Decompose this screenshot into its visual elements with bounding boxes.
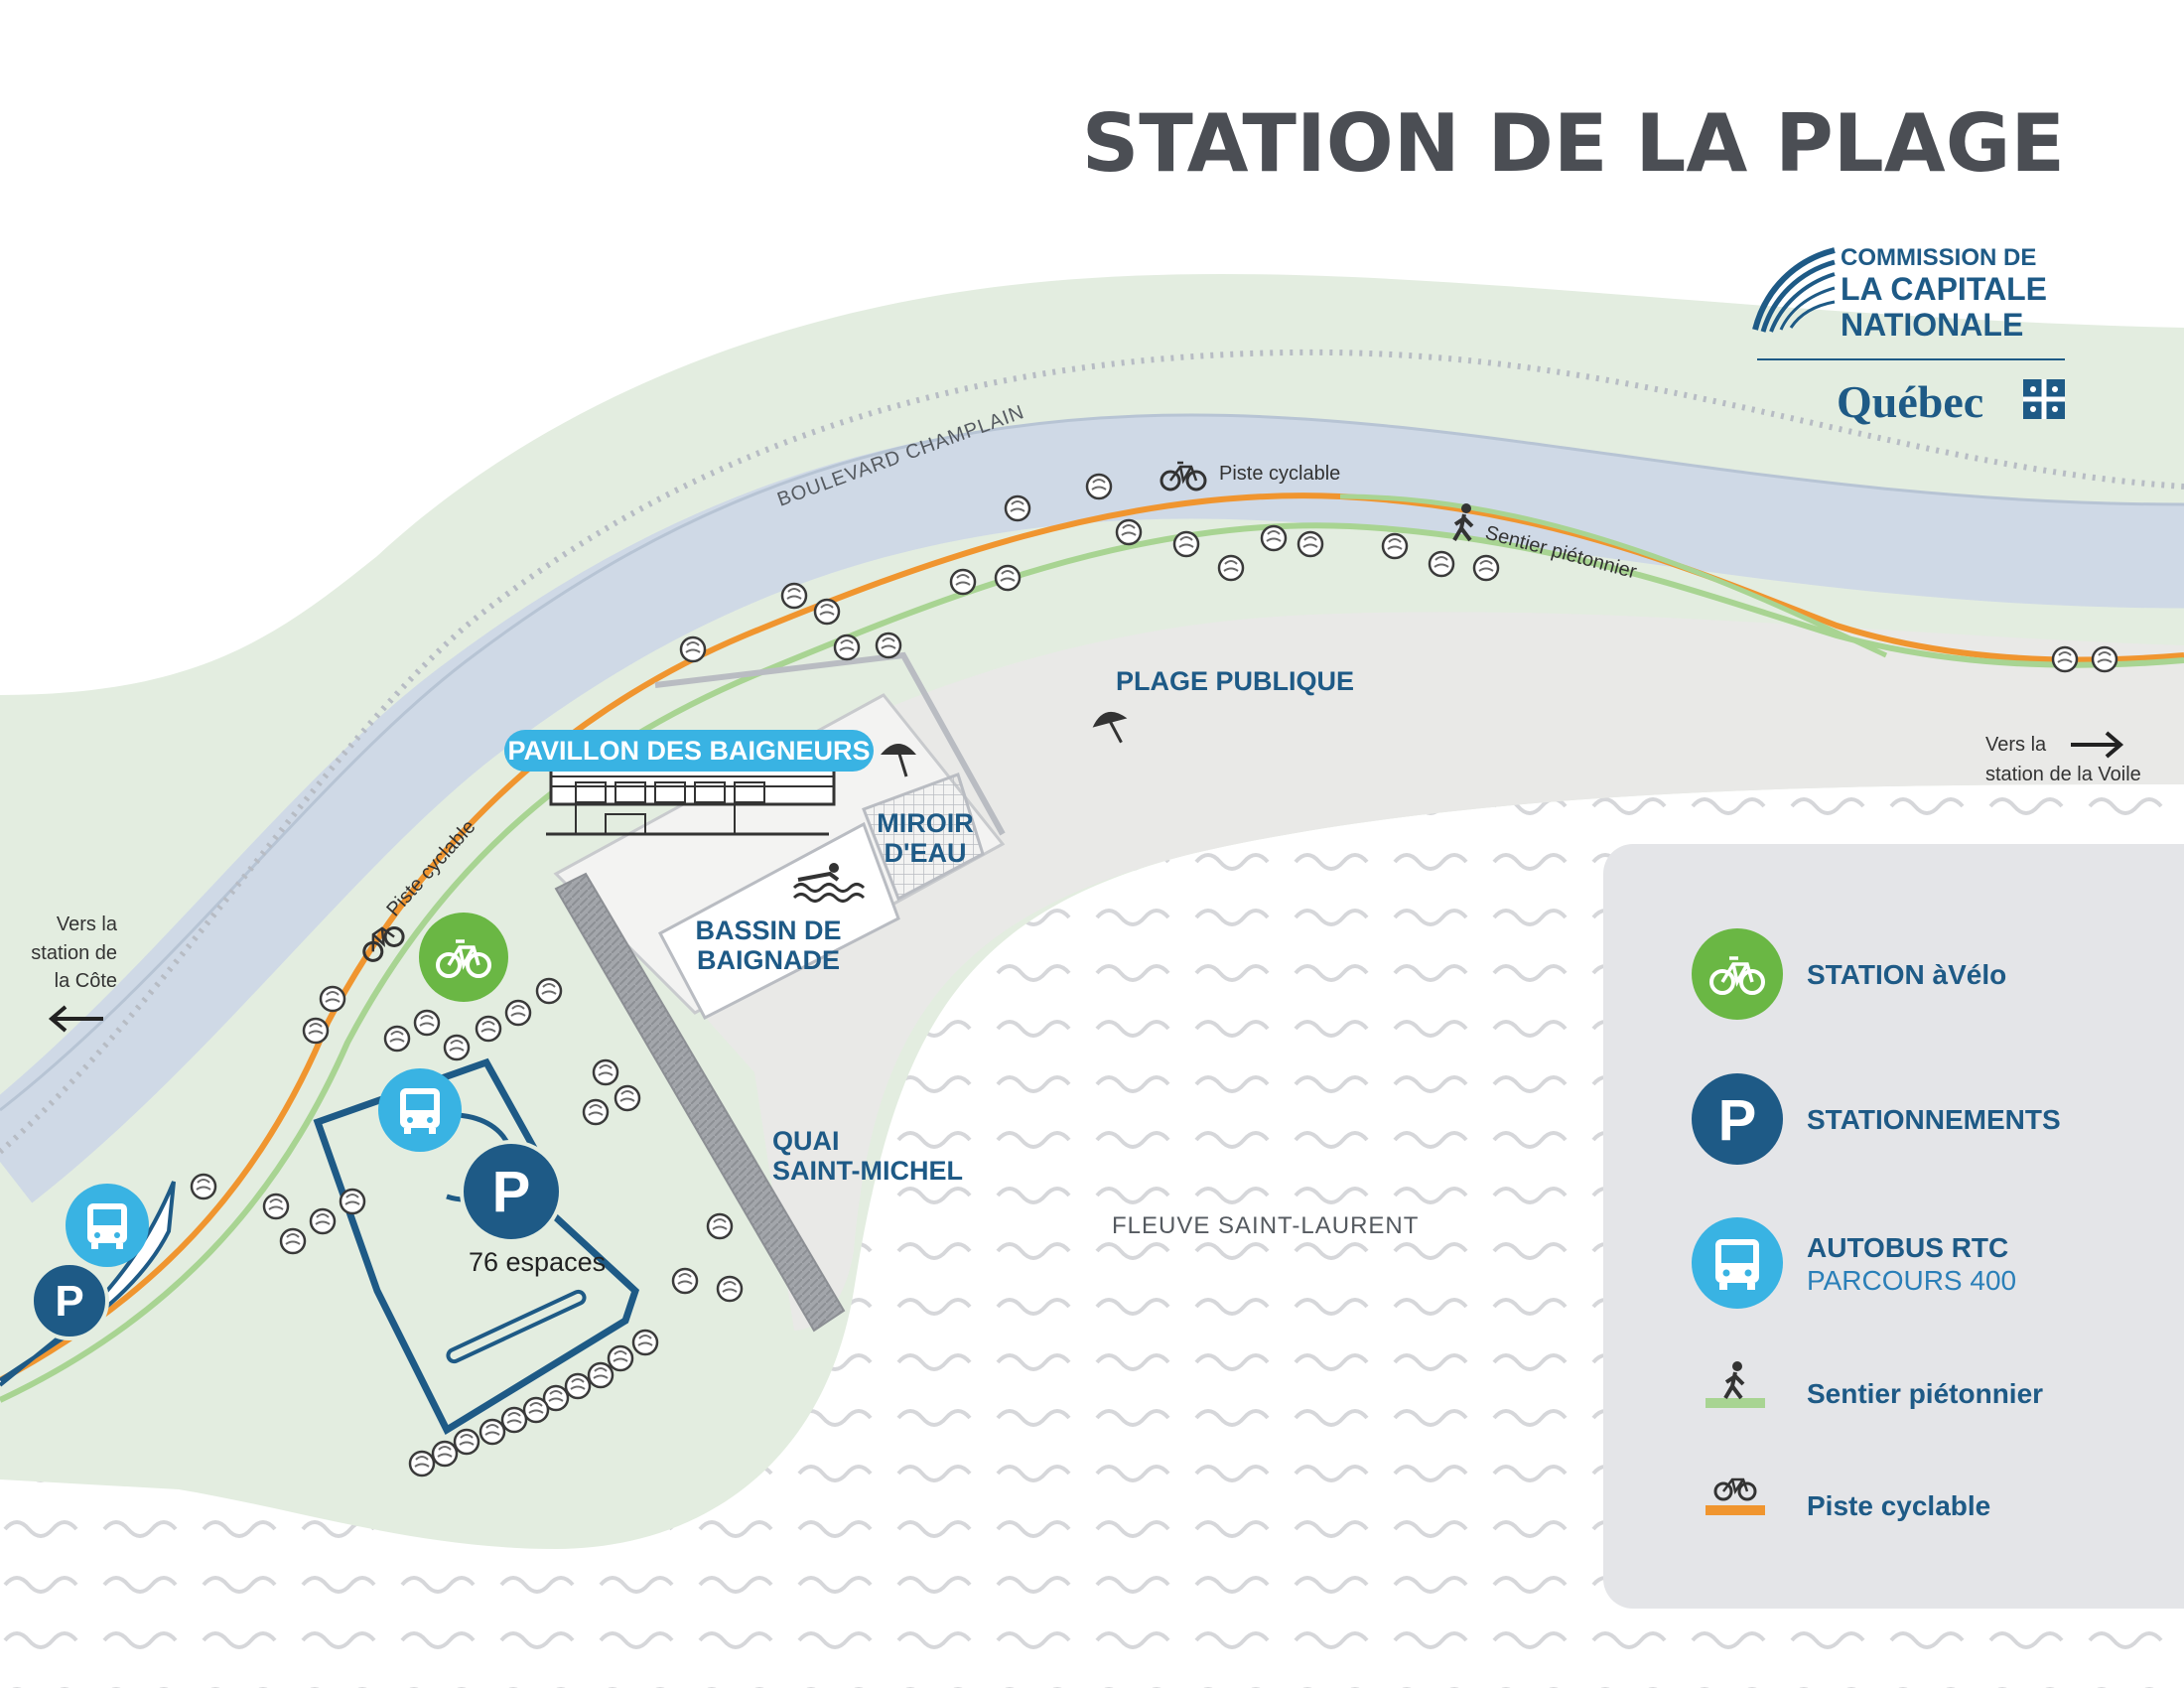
miroir-d-eau-area — [862, 773, 985, 902]
legend-item-bike-station: STATION àVélo — [1807, 959, 2006, 990]
parking-median — [446, 1289, 587, 1364]
bus-stop-marker-left — [66, 1184, 149, 1267]
legend-panel: STATION àVélo P STATIONNEMENTS AUTOBUS R… — [1603, 844, 2184, 1609]
ccn-logo: COMMISSION DE LA CAPITALE NATIONALE Québ… — [1752, 244, 2065, 427]
logo-line1: COMMISSION DE — [1841, 244, 2036, 271]
umbrella-icon-beach — [1092, 711, 1128, 744]
legend-item-bus-sub: PARCOURS 400 — [1807, 1265, 2016, 1296]
beach-sand — [586, 612, 2184, 1331]
arrow-right-icon — [2071, 731, 2124, 759]
legend-item-bike-path: Piste cyclable — [1807, 1490, 1990, 1521]
promenade — [654, 651, 1006, 836]
pavillon-label-pill — [504, 730, 874, 772]
swimmer-icon — [792, 863, 866, 903]
bus-stop-marker-parking — [378, 1068, 462, 1152]
arrow-left-icon — [48, 1005, 103, 1033]
vers-cote-line1: Vers la — [57, 914, 118, 935]
boulevard-champlain-road — [0, 414, 2184, 1203]
umbrella-icon — [881, 744, 916, 777]
bike-path-label-top: Piste cyclable — [1219, 463, 1340, 485]
road-edge — [0, 413, 2184, 1112]
ccn-logo-mark-icon — [1752, 247, 1836, 333]
bassin-de-baignade-area — [657, 821, 900, 1021]
plage-publique-label: PLAGE PUBLIQUE — [1116, 666, 1354, 696]
miroir-label-2: D'EAU — [885, 838, 967, 868]
bassin-label-1: BASSIN DE — [695, 915, 841, 945]
parking-marker-main: P — [460, 1140, 563, 1243]
railway — [0, 349, 2184, 1155]
bike-station-icon — [1692, 928, 1783, 1020]
bike-path-icon — [1706, 1477, 1765, 1515]
bus-icon — [1692, 1217, 1783, 1309]
quai-label-2: SAINT-MICHEL — [772, 1156, 963, 1186]
vers-cote-line2: station de — [31, 942, 117, 964]
parking-lot — [313, 1057, 640, 1435]
bike-path-marker-icon-left — [362, 925, 405, 962]
parking-icon: P — [1692, 1073, 1783, 1165]
legend-item-parking: STATIONNEMENTS — [1807, 1104, 2061, 1135]
logo-quebec: Québec — [1837, 376, 1983, 427]
parking-marker-left: P — [30, 1261, 109, 1340]
bike-station-marker — [419, 913, 508, 1002]
quai-label-1: QUAI — [772, 1126, 840, 1156]
pedestrian-path-line-2 — [1339, 493, 1888, 658]
pavillon-building — [546, 765, 836, 836]
pedestrian-marker-icon — [1452, 503, 1474, 542]
svg-text:P: P — [492, 1160, 531, 1224]
pavillon-label: PAVILLON DES BAIGNEURS — [507, 736, 870, 766]
logo-line2: LA CAPITALE — [1841, 271, 2047, 307]
land-area — [0, 273, 2184, 1549]
svg-text:P: P — [55, 1277, 83, 1326]
vers-cote-line3: la Côte — [55, 970, 117, 992]
miroir-label-1: MIROIR — [877, 808, 974, 838]
vers-voile-line2: station de la Voile — [1985, 764, 2141, 785]
page-title: STATION DE LA PLAGE — [1082, 97, 2065, 190]
bike-path-marker-icon-top — [1160, 461, 1207, 492]
bassin-label-2: BAIGNADE — [697, 945, 840, 975]
legend-item-pedestrian: Sentier piétonnier — [1807, 1378, 2043, 1409]
legend-item-bus: AUTOBUS RTC — [1807, 1232, 2008, 1263]
bike-path-line — [0, 492, 2184, 1383]
quai-saint-michel — [554, 872, 846, 1333]
fleuve-label: FLEUVE SAINT-LAURENT — [1112, 1212, 1419, 1239]
vers-voile-line1: Vers la — [1985, 734, 2047, 756]
pedestrian-path-icon — [1706, 1361, 1765, 1408]
svg-text:P: P — [1718, 1088, 1757, 1153]
quebec-flag-icon — [2023, 379, 2065, 419]
logo-line3: NATIONALE — [1841, 307, 2023, 343]
pedestrian-path-line — [0, 522, 2184, 1403]
parking-spaces-label: 76 espaces — [469, 1247, 606, 1277]
